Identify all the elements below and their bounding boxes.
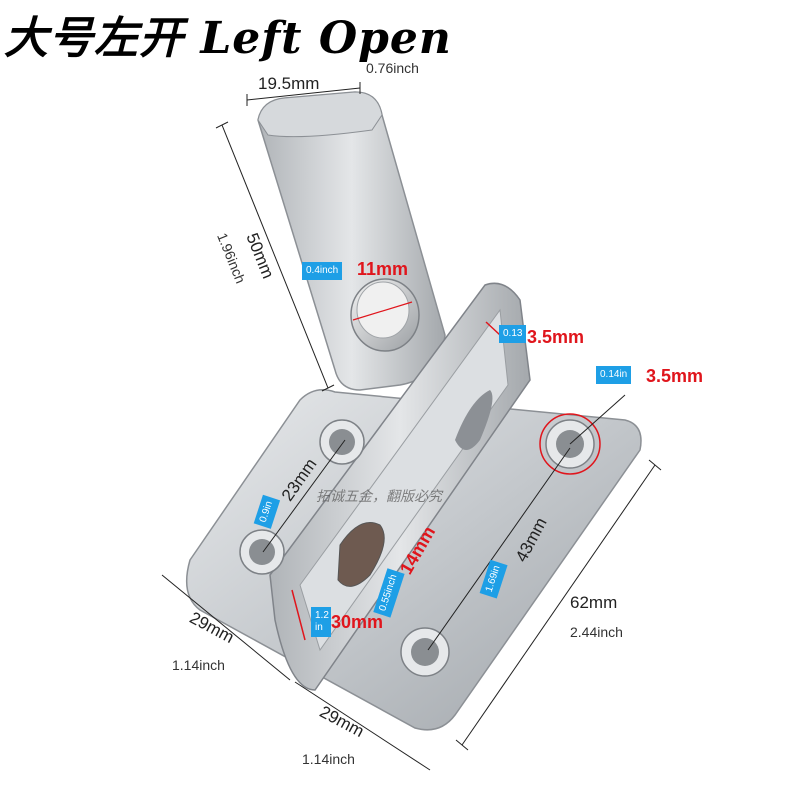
mounting-holes — [239, 419, 595, 677]
height-inch: 1.2 in — [311, 607, 331, 637]
pin-diameter-mm: 11mm — [357, 259, 409, 279]
plate-thickness-mm: 3.5mm — [527, 327, 585, 347]
base-length-mm: 62mm — [570, 593, 618, 612]
pin-diameter-inch: 0.4inch — [302, 262, 343, 280]
height-mm: 30mm — [331, 612, 384, 632]
hole-size-inch: 0.14in — [596, 366, 632, 384]
left-width-inch: 1.14inch — [172, 657, 225, 673]
dimension-lines — [161, 82, 662, 771]
page-title: 大号左开 Left Open — [4, 13, 452, 64]
slot — [337, 522, 385, 587]
hole-size-mm: 3.5mm — [646, 366, 704, 386]
watermark: 拓诚五金，翻版必究 — [316, 489, 442, 505]
bottom-width-inch: 1.14inch — [302, 751, 355, 767]
top-width-inch: 0.76inch — [366, 60, 419, 76]
plate-thickness-inch: 0.13 — [499, 325, 527, 343]
top-width-mm: 19.5mm — [258, 74, 320, 93]
base-length-inch: 2.44inch — [570, 624, 623, 640]
